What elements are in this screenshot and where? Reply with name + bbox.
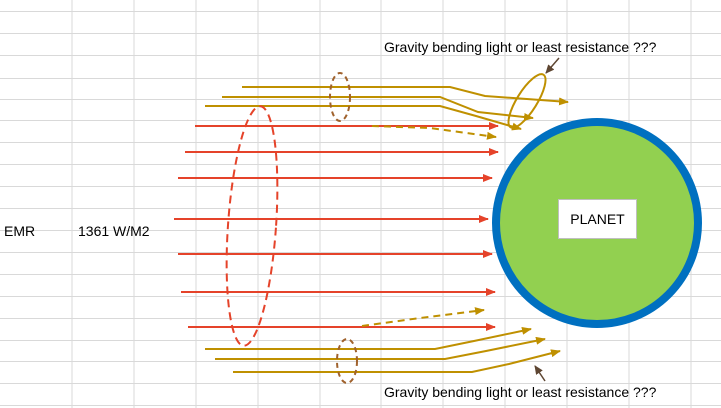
annotation-top-pointer xyxy=(545,57,560,74)
bent-ray xyxy=(242,86,569,106)
straight-rays xyxy=(174,122,499,331)
cell-emr-label: EMR xyxy=(4,223,36,239)
dashed-ray xyxy=(361,307,485,327)
annotation-bottom-text: Gravity bending light or least resistanc… xyxy=(384,384,657,400)
bent-ray xyxy=(205,326,532,350)
bent-ray xyxy=(215,336,546,360)
annotation-top-text: Gravity bending light or least resistanc… xyxy=(384,39,657,55)
bent-ray xyxy=(233,349,561,373)
bent-ray xyxy=(205,105,522,131)
dashed-ray xyxy=(371,125,497,140)
bent-bundle-ellipse xyxy=(507,73,547,129)
annotation-bottom-pointer xyxy=(534,365,546,382)
beam-cross-section-ellipse xyxy=(225,105,279,347)
lower-bundle-ellipse xyxy=(336,338,358,384)
planet-label: PLANET xyxy=(558,199,637,239)
dashed-rays xyxy=(361,125,497,327)
upper-bundle-ellipse xyxy=(329,72,351,122)
cell-irradiance-value: 1361 W/M2 xyxy=(78,223,150,239)
